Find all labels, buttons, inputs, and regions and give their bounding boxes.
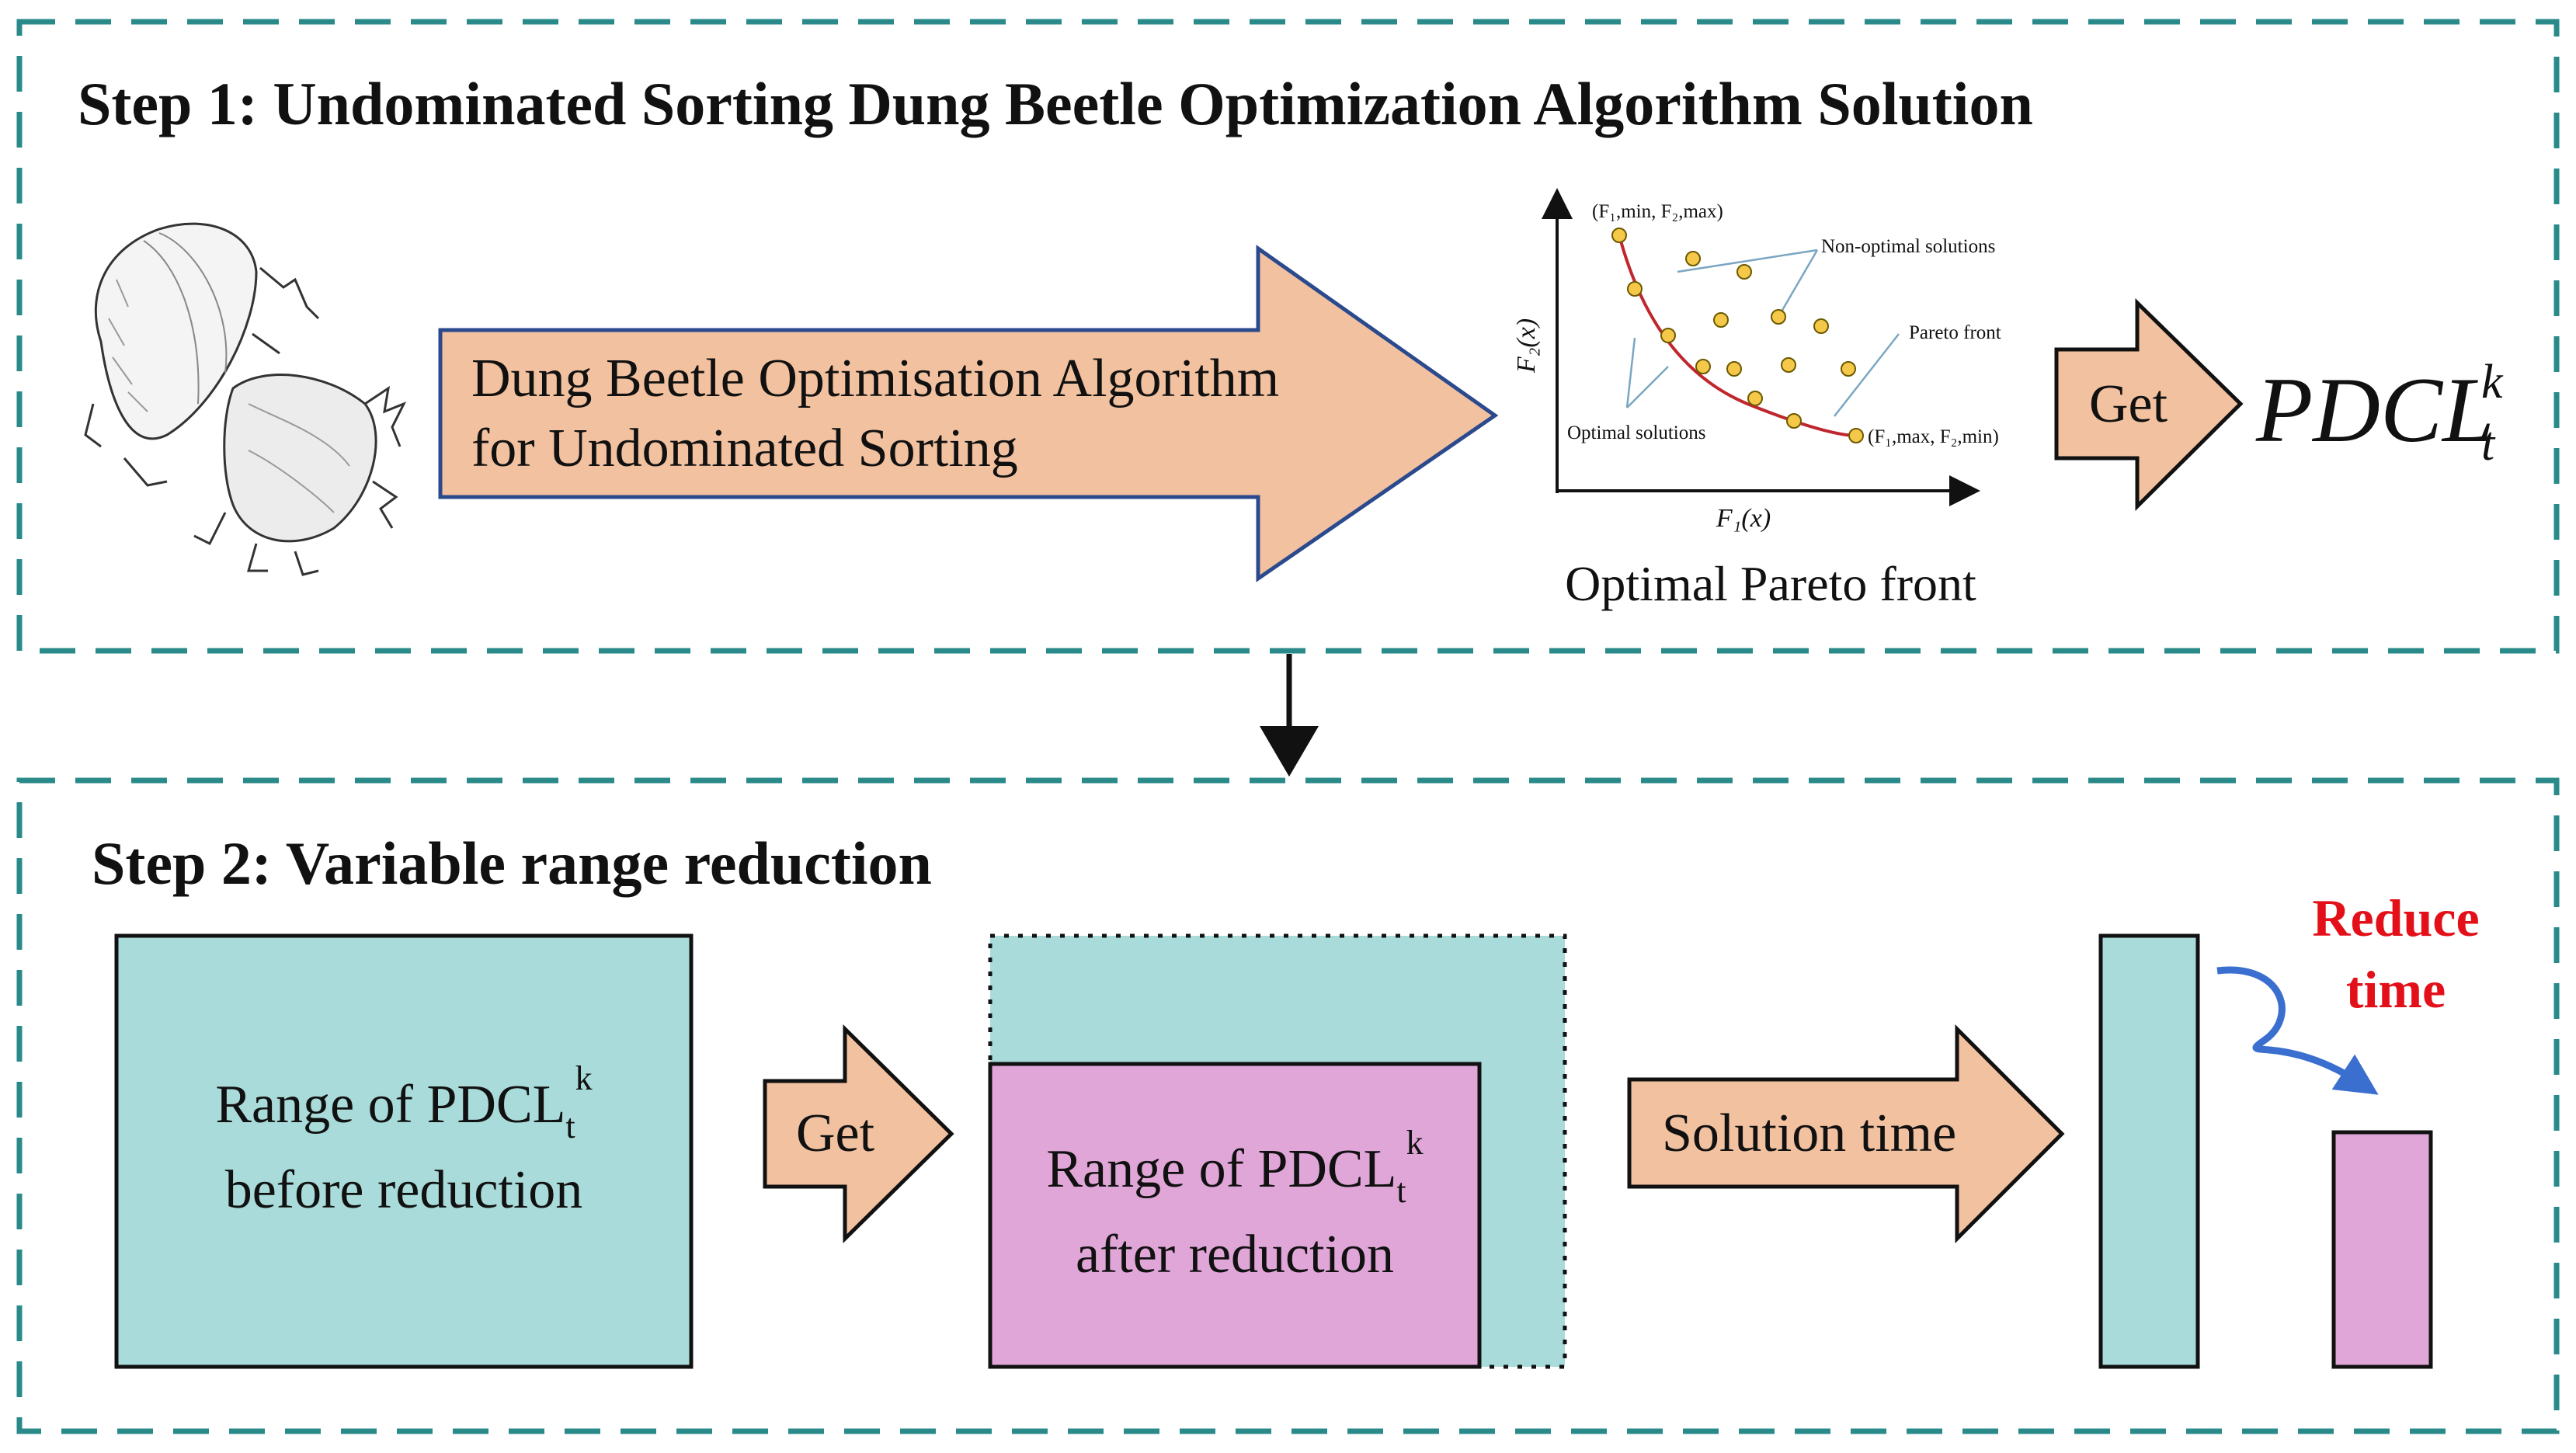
optimal-point: [1747, 391, 1763, 406]
plot-caption: Optimal Pareto front: [1565, 556, 1976, 611]
step1-get-label: Get: [2089, 374, 2168, 434]
non-optimal-point: [1813, 318, 1829, 334]
step2-get-label: Get: [796, 1104, 875, 1163]
range-before-line2: before reduction: [225, 1160, 583, 1220]
reduce-time-curve-arrow: [2216, 966, 2379, 1095]
pdcl-result-sup: k: [2481, 356, 2504, 408]
range-after-line1: Range of PDCLtk: [1046, 1124, 1423, 1210]
step-connector-arrowhead: [1260, 726, 1319, 777]
plot-top-point-label: (F₁,min, F₂,max): [1592, 201, 1723, 222]
annotation-leaders: [1625, 249, 1900, 417]
dbo-arrow-label-line1: Dung Beetle Optimisation Algorithm: [471, 349, 1279, 408]
range-after-box: [988, 1062, 1482, 1369]
plot-bottom-point-label: (F₁,max, F₂,min): [1868, 426, 1999, 447]
solution-time-arrow: [1627, 1024, 2065, 1244]
pdcl-result: PDCL k t: [2255, 356, 2504, 471]
optimal-point: [1848, 428, 1864, 443]
plot-non-optimal-label: Non-optimal solutions: [1821, 236, 1995, 257]
non-optimal-point: [1713, 312, 1729, 328]
step1-title: Step 1: Undominated Sorting Dung Beetle …: [78, 70, 2033, 137]
optimal-point: [1627, 281, 1643, 297]
non-optimal-point: [1685, 251, 1701, 266]
plot-f2-axis-label: F₂(x): [1512, 318, 1541, 374]
plot-pareto-front-label: Pareto front: [1909, 322, 2001, 343]
optimal-point: [1695, 359, 1711, 374]
reduce-time-line2: time: [2346, 960, 2446, 1019]
step1-frame: [16, 19, 2560, 654]
range-after-line2: after reduction: [1076, 1225, 1394, 1284]
non-optimal-point: [1736, 264, 1752, 280]
step2-frame: [16, 777, 2560, 1434]
non-optimal-point: [1781, 357, 1796, 373]
reduce-time-line1: Reduce: [2312, 888, 2479, 947]
solution-time-label: Solution time: [1662, 1104, 1956, 1163]
non-optimal-points: [1685, 251, 1856, 377]
non-optimal-point: [1841, 361, 1856, 377]
optimal-point: [1786, 413, 1802, 429]
pdcl-result-sub: t: [2481, 418, 2496, 471]
pdcl-result-base: PDCL: [2255, 358, 2494, 461]
range-before-box: [114, 933, 694, 1369]
non-optimal-point: [1726, 361, 1742, 377]
pareto-plot: F₂(x) F₁(x): [1512, 188, 2001, 611]
time-bar-after: [2331, 1130, 2433, 1369]
dung-beetle-icon: [84, 222, 407, 576]
range-before-line1: Range of PDCLtk: [215, 1059, 592, 1145]
optimal-point: [1660, 328, 1676, 343]
plot-optimal-label: Optimal solutions: [1567, 422, 1705, 443]
step2-title: Step 2: Variable range reduction: [92, 829, 932, 897]
optimal-point: [1611, 228, 1627, 243]
step2-get-arrow: [763, 1024, 954, 1243]
dbo-process-arrow: [438, 245, 1499, 582]
pareto-front-curve: [1618, 235, 1857, 437]
optimal-points: [1611, 228, 1864, 443]
non-optimal-point: [1771, 309, 1786, 325]
dbo-arrow-label-line2: for Undominated Sorting: [471, 419, 1018, 478]
time-bar-before: [2098, 933, 2200, 1369]
plot-f1-axis-label: F₁(x): [1716, 504, 1771, 533]
step1-get-arrow: [2054, 298, 2244, 512]
